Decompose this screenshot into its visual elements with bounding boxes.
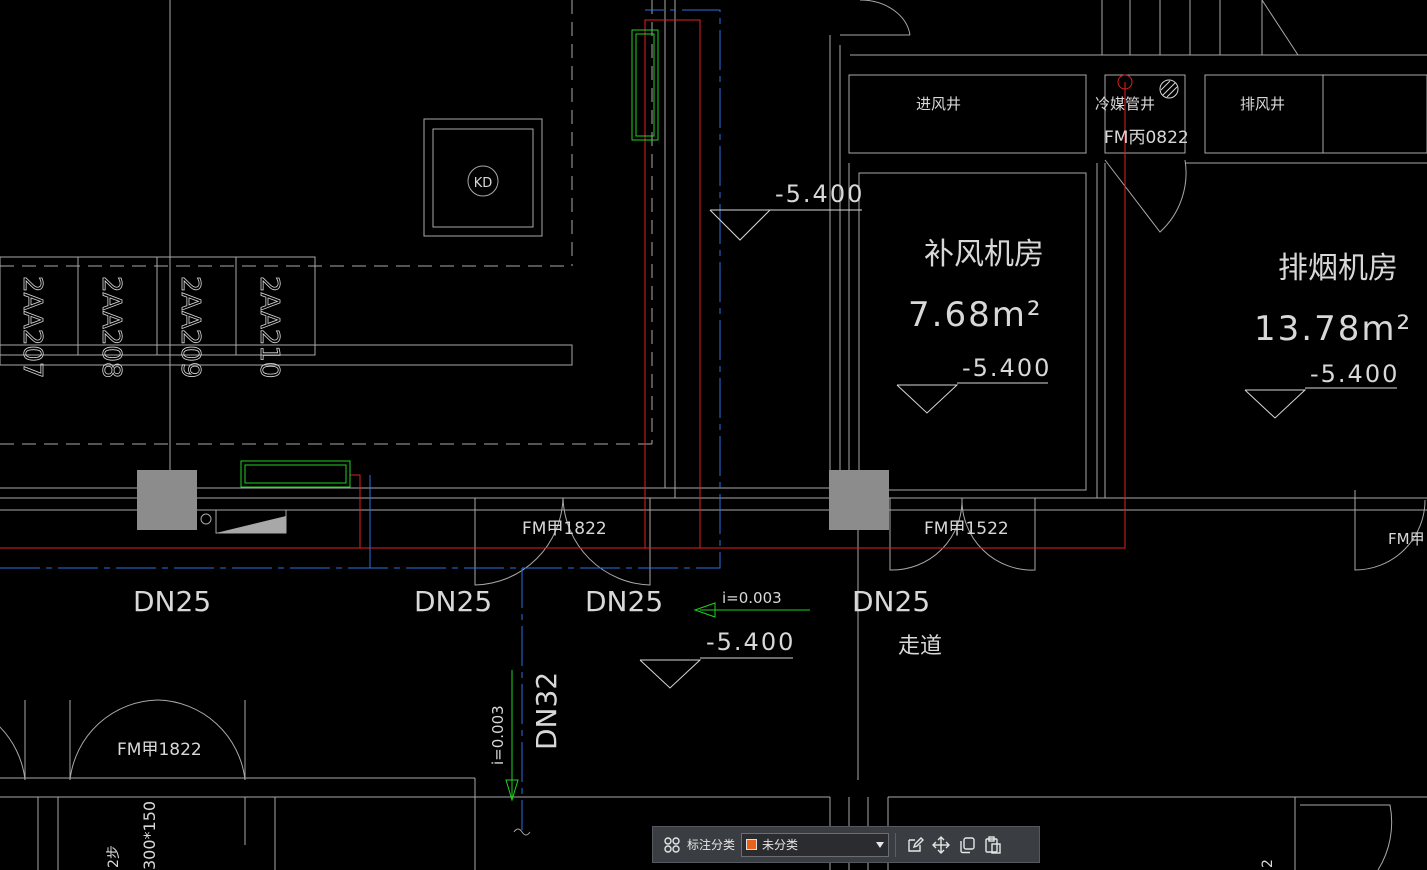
shaft-label: 冷媒管井 <box>1095 95 1155 113</box>
door-label: FM甲1822 <box>522 519 607 539</box>
category-select-value: 未分类 <box>762 838 799 852</box>
unit-label: 2AA210 <box>254 276 284 378</box>
door-label: FM甲1522 <box>924 519 1009 539</box>
misc-label: 300*150 <box>140 801 159 870</box>
room-area: 7.68m² <box>908 295 1042 335</box>
room-level: -5.400 <box>962 354 1051 382</box>
move-icon[interactable] <box>928 832 954 858</box>
level-label: -5.400 <box>706 628 795 656</box>
pipe-size-label: DN25 <box>133 585 211 618</box>
pipe-size-label: DN25 <box>414 585 492 618</box>
column-left <box>137 470 197 530</box>
kd-label: KD <box>474 176 493 191</box>
slope-label: i=0.003 <box>489 705 507 765</box>
level-label: -5.400 <box>775 180 864 208</box>
misc-label: 2 <box>1260 859 1276 868</box>
annotation-toolbar: 标注分类 未分类 <box>652 826 1040 863</box>
column-right <box>829 470 889 530</box>
slope-label: i=0.003 <box>722 589 782 607</box>
pipe-size-label: DN25 <box>852 585 930 618</box>
chevron-down-icon <box>876 841 885 848</box>
room-name: 补风机房 <box>924 237 1044 272</box>
door-label: FM甲1822 <box>117 740 202 760</box>
hatch-symbol <box>1159 79 1179 99</box>
grid-icon[interactable] <box>659 832 685 858</box>
level-markers <box>639 209 1397 689</box>
pipe-size-label: DN25 <box>585 585 663 618</box>
room-area: 13.78m² <box>1254 309 1412 349</box>
category-color-swatch <box>746 839 758 850</box>
valve-symbol <box>200 509 287 534</box>
unit-label: 2AA207 <box>17 276 47 378</box>
pipes <box>0 9 1133 836</box>
category-label: 标注分类 <box>687 838 736 852</box>
room-level: -5.400 <box>1310 360 1399 388</box>
room-name: 排烟机房 <box>1278 251 1398 286</box>
green-equipment <box>240 29 810 802</box>
corridor-label: 走道 <box>898 634 942 659</box>
edit-icon[interactable] <box>902 832 928 858</box>
paste-icon[interactable] <box>980 832 1006 858</box>
shaft-label: 排风井 <box>1240 95 1285 113</box>
door-label: FM丙0822 <box>1104 128 1189 148</box>
unit-label: 2AA209 <box>175 276 205 378</box>
unit-label: 2AA208 <box>96 276 126 378</box>
pipe-size-label: DN32 <box>530 672 563 750</box>
copy-icon[interactable] <box>954 832 980 858</box>
shaft-label: 进风井 <box>916 95 961 113</box>
misc-label: 2步 <box>106 845 122 868</box>
door-label: FM甲 <box>1388 530 1425 548</box>
category-select[interactable]: 未分类 <box>741 832 890 857</box>
toolbar-divider <box>895 832 897 857</box>
